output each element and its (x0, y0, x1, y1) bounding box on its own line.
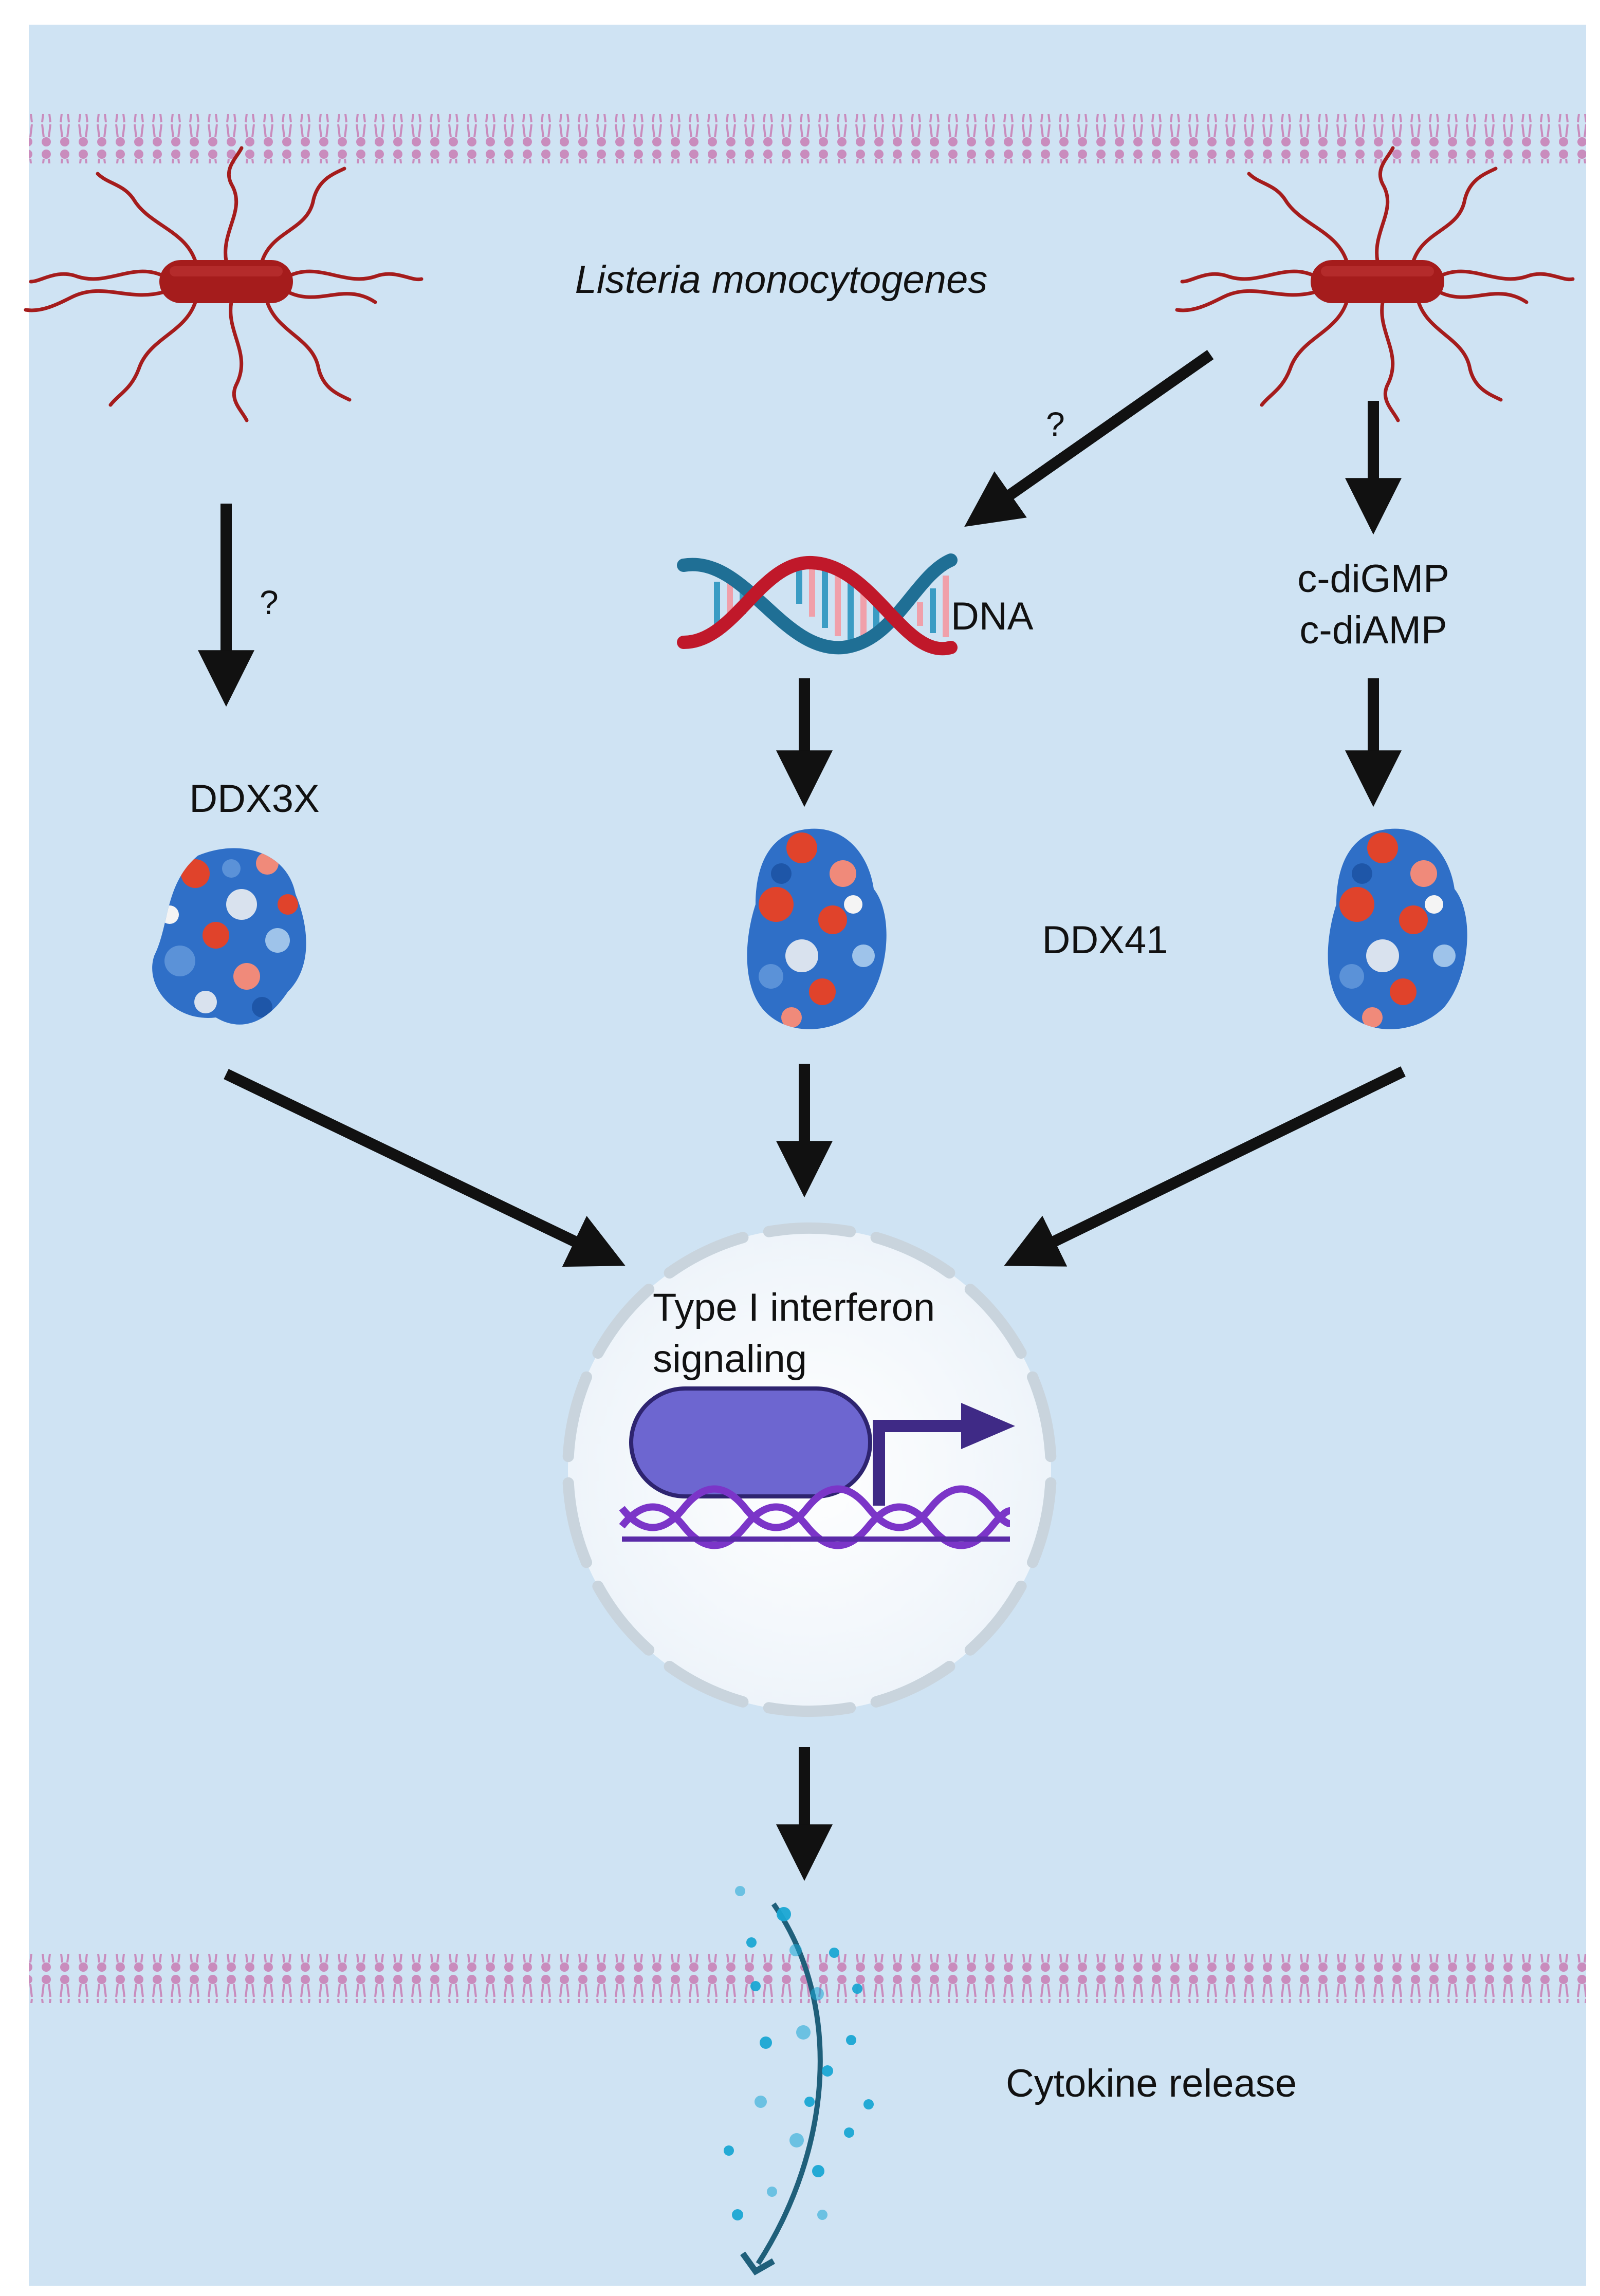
nuclear-envelope-segment (664, 1661, 749, 1708)
ddx41-protein-icon-middle (747, 828, 887, 1029)
arrows (198, 349, 1406, 1881)
nuclear-dna-icon (619, 1485, 1010, 1549)
cytokine-dot (789, 2133, 804, 2147)
nuclear-envelope-segment (562, 1477, 592, 1568)
nuclear-envelope-segment (1027, 1371, 1057, 1462)
nuclear-envelope-segment (870, 1661, 955, 1708)
nuclear-envelope-segment (763, 1223, 856, 1237)
cytokine-dot (746, 1937, 757, 1948)
nuclear-envelope-segment (870, 1232, 955, 1279)
transcription-factor-shape (629, 1386, 872, 1498)
cytokine-dot (767, 2187, 777, 2197)
dna-helix-icon (677, 553, 958, 656)
nucleus-label-line1: Type I interferon (653, 1286, 935, 1329)
cytokine-release-icon (724, 1886, 874, 2275)
cdn-label-cdigmp: c-diGMP (1297, 557, 1449, 601)
ddx41-label: DDX41 (1042, 918, 1168, 962)
cytokine-dot (732, 2209, 743, 2220)
nuclear-envelope-segment (964, 1580, 1027, 1656)
ddx3x-protein-icon (152, 848, 306, 1025)
cytokine-dot (750, 1981, 761, 1991)
nuclear-envelope-segment (562, 1371, 592, 1462)
nuclear-envelope-segment (763, 1702, 856, 1717)
bacterium-name-label: Listeria monocytogenes (575, 258, 988, 302)
question-mark-left: ? (260, 583, 279, 621)
question-mark-mid: ? (1046, 405, 1065, 443)
cytokine-dot (724, 2145, 734, 2156)
dna-label: DNA (951, 595, 1034, 638)
nuclear-envelope-segment (592, 1580, 655, 1656)
cytokine-dot (844, 2127, 854, 2138)
nuclear-envelope (562, 1223, 1057, 1717)
cytokine-release-label: Cytokine release (1006, 2062, 1297, 2105)
cytokine-dot (789, 1944, 802, 1956)
cytokine-dot (817, 2210, 827, 2220)
cytokine-dot (811, 1987, 824, 2001)
nuclear-envelope-segment (1027, 1477, 1057, 1568)
nucleus-label-line2: signaling (653, 1337, 807, 1381)
cytokine-dot (863, 2099, 874, 2109)
promoter-arrow-icon (873, 1420, 966, 1506)
cytokine-dot (812, 2165, 824, 2177)
cytokine-dot (755, 2096, 767, 2108)
nuclear-envelope-segment (964, 1284, 1027, 1359)
cdn-label-cdiamp: c-diAMP (1299, 608, 1447, 652)
cytokine-dot (796, 2025, 811, 2040)
nucleus (562, 1223, 1057, 1717)
arrow-ddx41b-to-nucleus (1004, 1066, 1406, 1267)
bacterium-left-icon (24, 146, 424, 422)
arrow-bacterium-to-dna (964, 349, 1214, 527)
cytokine-dot (804, 2097, 815, 2107)
cytokine-dot (777, 1907, 791, 1921)
cytokine-dot (852, 1984, 862, 1994)
bacterium-right-icon (1175, 146, 1575, 422)
ddx3x-label: DDX3X (189, 777, 319, 821)
ddx41-protein-icon-right (1328, 828, 1467, 1029)
cytokine-dot (829, 1948, 839, 1958)
cytokine-dot (822, 2065, 833, 2077)
cytokine-dot (846, 2035, 856, 2045)
cytokine-dot (760, 2036, 772, 2049)
cytokine-dot (735, 1886, 745, 1896)
nuclear-envelope-segment (592, 1284, 655, 1359)
arrow-ddx3x-to-nucleus (224, 1069, 626, 1267)
nuclear-envelope-segment (664, 1232, 749, 1279)
top-cell-membrane (29, 114, 1586, 163)
